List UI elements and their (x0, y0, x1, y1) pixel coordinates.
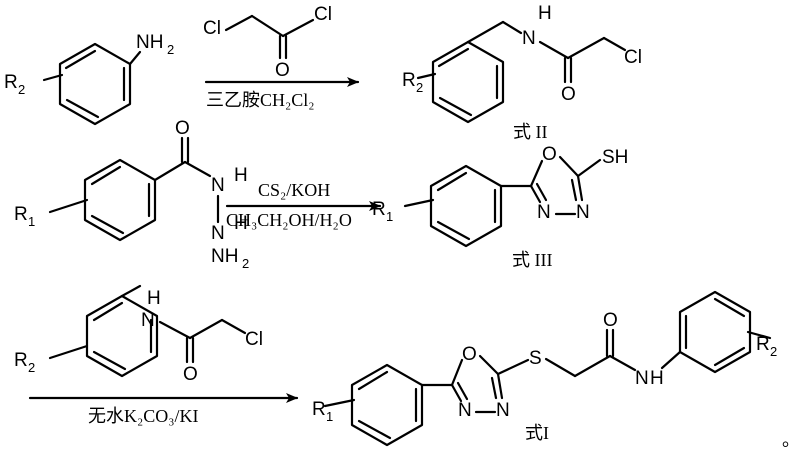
thiol-label: SH (602, 147, 628, 168)
r2-subscript: 2 (18, 82, 25, 97)
product-i-o: O (603, 310, 618, 331)
product-iii: O SH N N R 1 (372, 144, 628, 248)
r1-subscript: 1 (28, 214, 35, 229)
amine-subscript: 2 (167, 42, 174, 57)
condition-3: 无水K₂CO₃/KI (88, 406, 199, 426)
trailing-period: 。 (782, 430, 800, 450)
product-i-n2: N (458, 400, 472, 421)
condition-2-below: CH₃CH₂OH/H₂O (226, 210, 352, 230)
hydrazide-n2: N (211, 223, 225, 244)
reagent-h: H (147, 288, 161, 309)
thioether-s: S (529, 348, 542, 369)
product-i-r2-sub: 2 (770, 344, 777, 359)
hydrazide-nh2-sub: 2 (242, 256, 249, 271)
product-ii-r: R (402, 70, 416, 91)
r1-label: R (14, 204, 28, 225)
benzohydrazide-reactant: O N H N H NH 2 R 1 (14, 118, 249, 271)
product-i-h: H (650, 368, 664, 389)
product-ii: H N Cl O R 2 (402, 3, 642, 124)
cl-label: Cl (203, 18, 221, 39)
product-i-n1: N (496, 400, 510, 421)
product-ii-r-sub: 2 (416, 80, 423, 95)
compound-ii-reagent: H N Cl O R 2 (14, 284, 263, 385)
product-i-r1-sub: 1 (326, 409, 333, 424)
carbonyl-o-label: O (275, 60, 290, 81)
oxadiazole-n2: N (537, 202, 551, 223)
condition-1: 三乙胺CH₂Cl₂ (206, 90, 315, 110)
hydrazide-o: O (175, 118, 190, 139)
reagent-n: N (141, 310, 155, 331)
label-formula-ii: 式 II (513, 122, 548, 142)
product-i-n: N (635, 368, 649, 389)
reagent-r: R (14, 350, 28, 371)
condition-2-above: CS₂/KOH (258, 180, 330, 200)
reagent-r-sub: 2 (28, 360, 35, 375)
label-formula-iii: 式 III (512, 250, 552, 270)
product-iii-r: R (372, 199, 386, 220)
acyl-cl-label: Cl (314, 4, 332, 25)
product-i: O N N S O N H R 2 R 1 (312, 290, 777, 447)
nh-n-label: N (522, 28, 536, 49)
hydrazide-n: N (211, 175, 225, 196)
r2-label: R (4, 72, 18, 93)
product-ii-cl: Cl (624, 47, 642, 68)
hydrazide-nh2: NH (211, 246, 238, 267)
nh-h-label: H (538, 3, 552, 24)
oxadiazole-n1: N (576, 202, 590, 223)
amine-label: NH (136, 32, 163, 53)
reagent-o: O (183, 364, 198, 385)
hydrazide-h: H (234, 165, 248, 186)
product-iii-r-sub: 1 (386, 209, 393, 224)
oxadiazole-o: O (542, 144, 557, 165)
reagent-cl: Cl (245, 329, 263, 350)
aniline-reactant: NH 2 R 2 (4, 32, 174, 126)
product-i-oxadiazole-o: O (462, 344, 477, 365)
product-i-r2: R (756, 334, 770, 355)
product-i-r1: R (312, 399, 326, 420)
product-ii-o: O (561, 84, 576, 105)
label-formula-i: 式I (525, 423, 549, 443)
chloroacetyl-chloride: Cl Cl O (203, 4, 332, 81)
hydrazide-h2: H (234, 213, 248, 234)
